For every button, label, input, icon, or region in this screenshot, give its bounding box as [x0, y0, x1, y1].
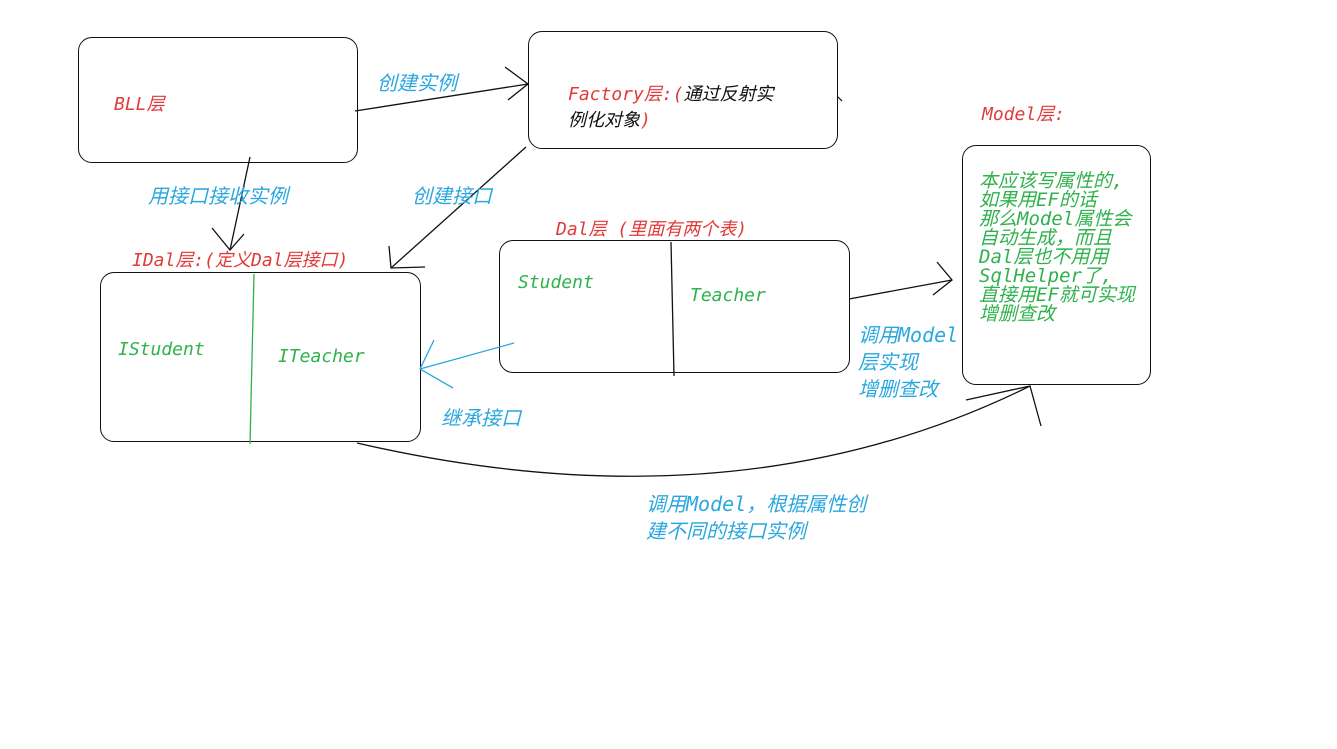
idal-label-suffix: ) — [337, 250, 349, 271]
model-line: SqlHelper了, — [979, 265, 1113, 287]
bll-box — [78, 37, 358, 163]
label-call-model-line1: 调用Model — [858, 323, 959, 347]
model-line: 直接用EF就可实现 — [979, 284, 1135, 306]
model-line: 增删查改 — [979, 303, 1056, 325]
factory-label-suffix: ) — [640, 110, 651, 131]
dal-label-note: (里面有两个表) — [617, 219, 748, 240]
idal-label-desc: 定义Dal层接口 — [215, 250, 338, 271]
model-line: 本应该写属性的, — [979, 170, 1124, 192]
dal-divider — [670, 241, 675, 377]
arrow-bll-to-factory — [354, 66, 530, 112]
model-line: Dal层也不用用 — [979, 246, 1109, 268]
label-idal-model: 调用Model，根据属性创 建不同的接口实例 — [646, 491, 866, 545]
idal-label-prefix: IDal层:( — [132, 250, 216, 271]
model-line: 如果用EF的话 — [979, 189, 1097, 211]
label-call-model-line2: 层实现 — [858, 350, 918, 374]
label-call-model-line3: 增删查改 — [858, 377, 938, 401]
label-inherit-interface: 继承接口 — [441, 406, 521, 430]
idal-member-iteacher: ITeacher — [278, 346, 365, 367]
stray-mark — [837, 96, 843, 102]
model-description: 本应该写属性的, 如果用EF的话 那么Model属性会 自动生成，而且 Dal层… — [979, 172, 1135, 324]
factory-desc-line2: 例化对象 — [568, 110, 640, 131]
arrow-factory-to-idal — [388, 146, 527, 269]
label-idal-model-line2: 建不同的接口实例 — [646, 519, 806, 543]
factory-box — [528, 31, 838, 149]
factory-label: Factory层:(通过反射实 例化对象) — [568, 82, 774, 134]
dal-label: Dal层 (里面有两个表) — [556, 221, 747, 239]
label-receive-by-interface: 用接口接收实例 — [148, 184, 288, 208]
bll-label: BLL层 — [114, 94, 165, 115]
label-create-interface: 创建接口 — [412, 184, 492, 208]
label-idal-model-line1: 调用Model，根据属性创 — [646, 492, 867, 516]
arrow-dal-to-model — [848, 261, 953, 300]
idal-label: IDal层:(定义Dal层接口) — [132, 252, 348, 270]
dal-label-name: Dal层 — [556, 219, 607, 240]
model-line: 自动生成，而且 — [979, 227, 1113, 249]
label-call-model: 调用Model 层实现 增删查改 — [858, 322, 958, 403]
dal-box — [499, 240, 850, 373]
idal-divider — [249, 273, 255, 445]
model-box — [962, 145, 1151, 385]
arrow-dal-to-idal — [419, 339, 515, 389]
arrow-bll-to-idal — [211, 156, 251, 252]
model-line: 那么Model属性会 — [979, 208, 1132, 230]
label-create-instance: 创建实例 — [377, 71, 457, 95]
factory-desc-line1: 通过反射实 — [683, 84, 774, 105]
factory-label-prefix: Factory层:( — [568, 84, 684, 105]
dal-member-teacher: Teacher — [690, 285, 766, 306]
idal-box — [100, 272, 421, 442]
idal-member-istudent: IStudent — [118, 339, 205, 360]
model-label: Model层: — [982, 104, 1066, 125]
dal-member-student: Student — [518, 272, 594, 293]
arrow-idal-to-model — [356, 385, 1042, 477]
